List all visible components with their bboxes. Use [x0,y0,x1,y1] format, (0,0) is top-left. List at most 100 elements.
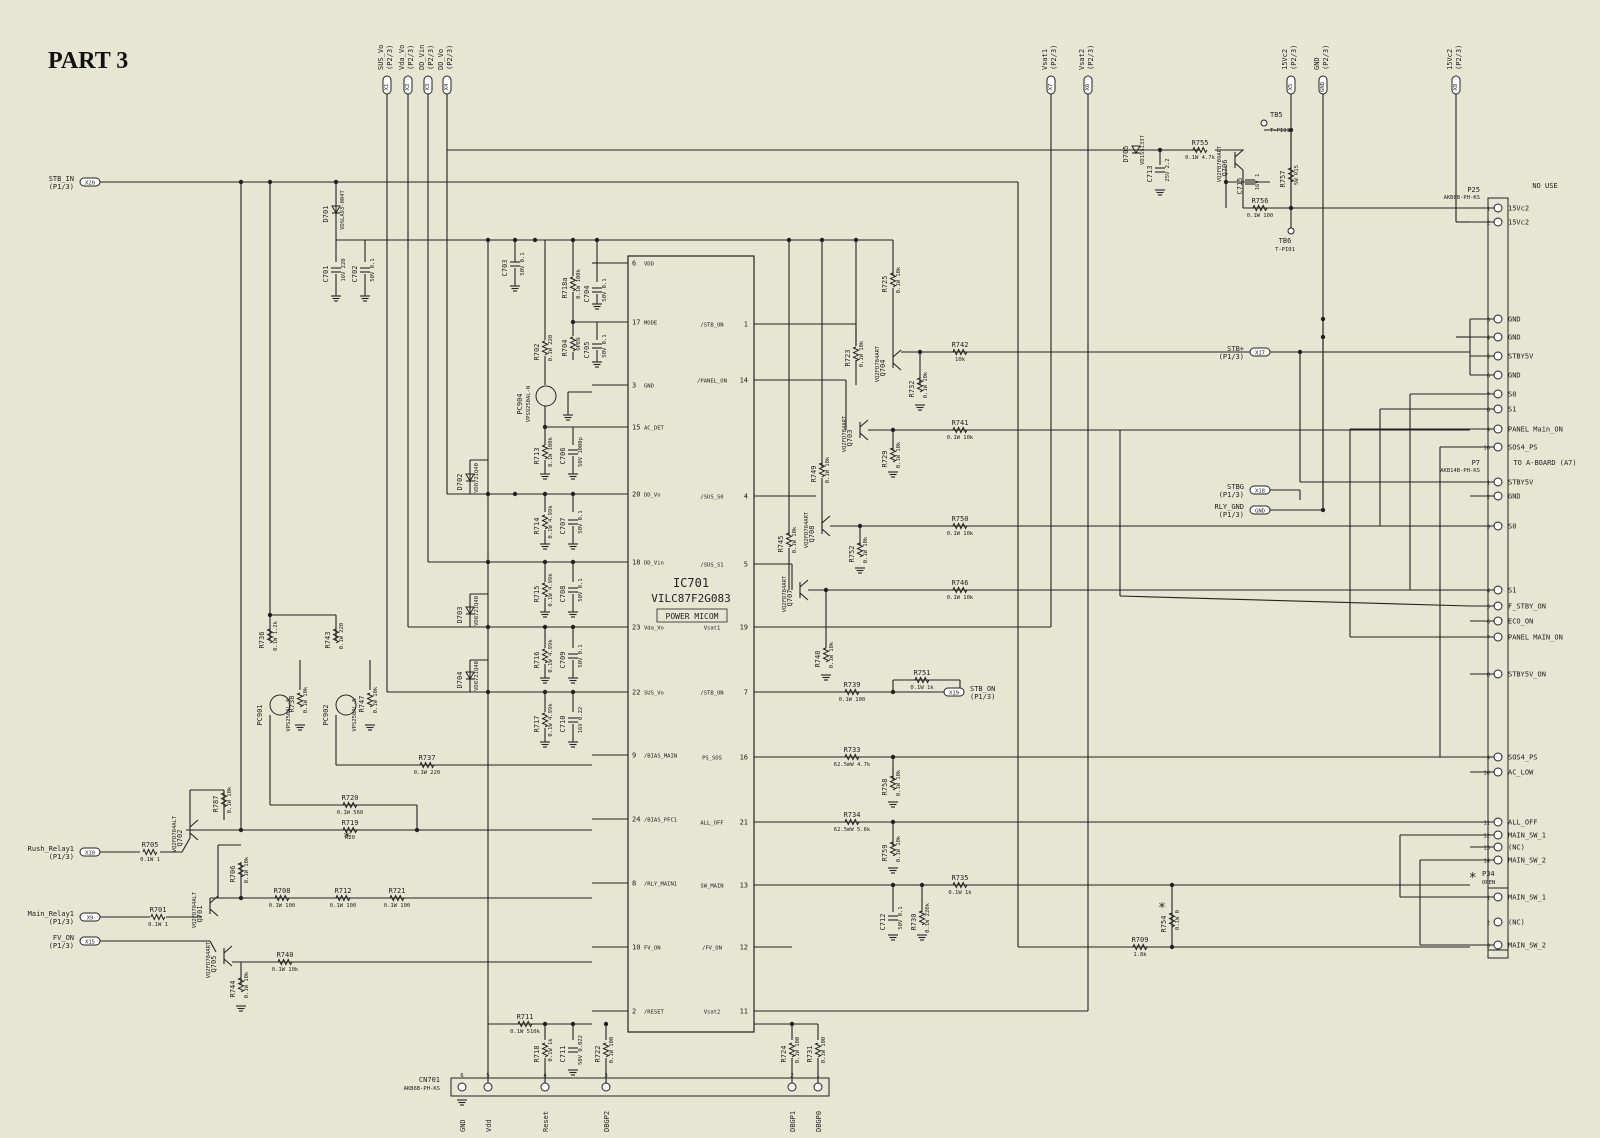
value-r734: 62.5mW 5.6k [834,827,871,833]
ic-right-pin-num-14: 14 [740,377,748,385]
capacitor-c711 [568,1047,578,1053]
p25-ref: P25 [1467,186,1480,194]
p25-pin-label-6: GND [1508,372,1521,380]
p25-pin-label-1: 15Vc2 [1508,205,1529,213]
cn701-pin-label-5: Vdd [485,1119,493,1132]
ground-symbol [457,1099,467,1106]
p7-pin-num-2: 2 [1487,495,1490,501]
p25-pin-6 [1493,370,1503,380]
ref-r720: R720 [342,794,359,802]
p7-pin-7 [1493,632,1503,642]
value-r705: 0.1W 1 [140,857,160,863]
ic-right-pin-name-16: PS_SOS [702,756,722,762]
resistor-r733 [844,753,860,761]
value-c713: 25V 2.2 [1165,158,1171,181]
p34-star: * [1470,871,1477,886]
cn701-pin-label-6: GND [459,1119,467,1132]
resistor-r721 [389,894,405,902]
cn701-pin-num-4: 4 [543,1073,547,1079]
ic-right-pin-name-19: Vsat1 [704,626,721,632]
value-r754: 0.1W 0 [1175,910,1181,930]
value-c711: 50V 0.022 [578,1035,584,1065]
value-r740: 0.1W 10k [272,967,299,973]
p7-pin-num-4: 4 [1487,589,1491,595]
ref-c710: C710 [559,716,567,733]
resistor-r718 [541,1042,549,1058]
ground-symbol [1155,189,1165,196]
value-c702: 50V 0.1 [370,258,376,281]
ref-r708: R708 [274,887,291,895]
ground-symbol [568,473,578,480]
port-sheet: (P1/3) [970,693,995,701]
value-c705: 50V 0.1 [602,334,608,357]
ref-r729: R729 [881,451,889,468]
capacitor-c713 [1155,167,1165,173]
p7-pin-label-2: GND [1508,493,1521,501]
ref-r718a: R718a [561,277,569,298]
ref-c705: C705 [583,342,591,359]
ic-right-pin-num-4: 4 [744,493,748,501]
cn701-pin-num-1: 1 [816,1073,819,1079]
value-r720: 0.1W 560 [337,810,364,816]
transistor-q704 [892,349,902,371]
resistor-r734 [844,818,860,826]
ref-r702: R702 [533,344,541,361]
ref-r725: R725 [881,276,889,293]
ref-r758: R758 [881,779,889,796]
ground-symbol [295,724,305,731]
value-r731: 0.1W 100 [821,1037,827,1064]
value-r732: 0.1W 10k [923,371,929,398]
port-sheet: (P2/3) [407,45,415,70]
port-fv-on [79,936,101,946]
resistor-r732 [916,377,924,393]
port-stb-in [79,177,101,187]
port-id: X8 [1453,84,1459,91]
port-sheet: (P1/3) [49,853,74,861]
cn701-pin-3 [601,1082,611,1092]
ic701: IC701 VILC87F2G083 POWER MICOM [627,255,755,1033]
value-r758: 0.1W 10k [896,769,902,796]
ref-c711: C711 [559,1046,567,1063]
port-sheet: (P2/3) [446,45,454,70]
resistor-r751 [914,676,930,684]
ic-right-pin-name-21: ALL_OFF [700,821,723,827]
ground-symbol [365,724,375,731]
ref-r706: R706 [229,866,237,883]
p7-pin-3 [1493,521,1503,531]
p25-pin-label-4: GND [1508,334,1521,342]
p34-pin-label-3: MAIN_SW_2 [1508,942,1546,950]
port-name: GND [1313,57,1321,70]
port-id: X7 [1048,84,1054,91]
port-15vc2-8 [1451,75,1461,95]
ref-q703: Q703 [846,430,854,447]
value-r701: 0.1W 1 [148,922,168,928]
value-r739: 0.1W 100 [839,697,866,703]
value-c707: 50V 0.1 [578,510,584,533]
transistor-q703 [859,419,869,441]
port-id: X15 [85,940,95,946]
ref-pc902: PC902 [322,704,330,725]
value-r708: 0.1W 100 [269,903,296,909]
port-sheet: (P1/3) [1219,353,1244,361]
port-name: RLY_GND [1214,503,1244,511]
transistor-q706 [1234,149,1244,171]
transistor-q708 [821,515,831,537]
port-sheet: (P1/3) [49,183,74,191]
p7-pin-4 [1493,585,1503,595]
port-sheet: (P1/3) [1219,491,1244,499]
p7-note: TO A-BOARD (A7) [1513,459,1576,467]
p25-pin-label-10: SOS4_PS [1508,444,1538,452]
ref-tb5: TB5 [1270,111,1283,119]
cn701-body [450,1077,830,1097]
capacitor-c707 [568,519,578,525]
value-r729: 0.1W 10k [896,441,902,468]
p7-pin-num-11: 11 [1483,821,1490,827]
port-id: X6 [1085,84,1091,91]
resistor-r744 [237,977,245,993]
ground-symbol [568,677,578,684]
ground-symbol [236,1005,246,1012]
ref-q701: Q701 [196,906,204,923]
ic-right-pin-num-11: 11 [740,1008,748,1016]
port-id: GND [1320,82,1326,92]
ic-ref: IC701 [673,576,709,590]
